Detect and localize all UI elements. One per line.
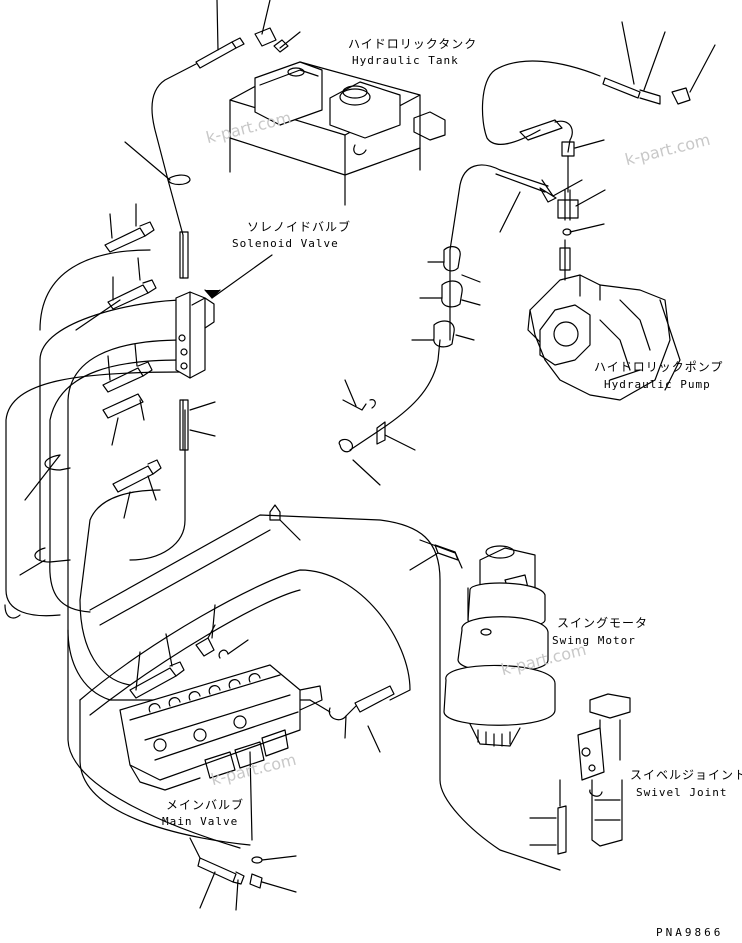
solenoid-valve-label-jp: ソレノイドバルブ	[247, 220, 352, 234]
swivel-joint-label-jp: スイベルジョイント	[630, 768, 742, 782]
hydraulic-pump-label-en: Hydraulic Pump	[604, 378, 711, 391]
main-valve-label-en: Main Valve	[162, 815, 239, 828]
swivel-joint	[530, 694, 630, 854]
tank-fittings	[196, 0, 300, 68]
hydraulic-pump-label-jp: ハイドロリックポンプ	[594, 360, 724, 374]
pump-lines	[339, 165, 605, 485]
swing-motor-label-jp: スイングモータ	[557, 616, 649, 630]
hydraulic-tank	[230, 62, 445, 205]
bottom-fittings	[190, 838, 296, 910]
solenoid-valve-label-en: Solenoid Valve	[232, 237, 339, 250]
drawing-code: PNA9866	[656, 926, 724, 939]
main-valve	[120, 605, 322, 863]
swing-motor-label-en: Swing Motor	[552, 634, 636, 647]
upper-right-lines	[482, 22, 715, 192]
swing-motor	[444, 546, 555, 746]
main-valve-label-jp: メインバルブ	[166, 798, 245, 812]
solenoid-valve	[176, 255, 272, 450]
hose-routing	[5, 64, 240, 700]
swivel-joint-label-en: Swivel Joint	[636, 786, 728, 799]
left-fittings	[76, 204, 161, 518]
hydraulic-tank-label-en: Hydraulic Tank	[352, 54, 459, 67]
hydraulic-tank-label-jp: ハイドロリックタンク	[348, 37, 478, 51]
hydraulic-pump	[528, 240, 680, 400]
